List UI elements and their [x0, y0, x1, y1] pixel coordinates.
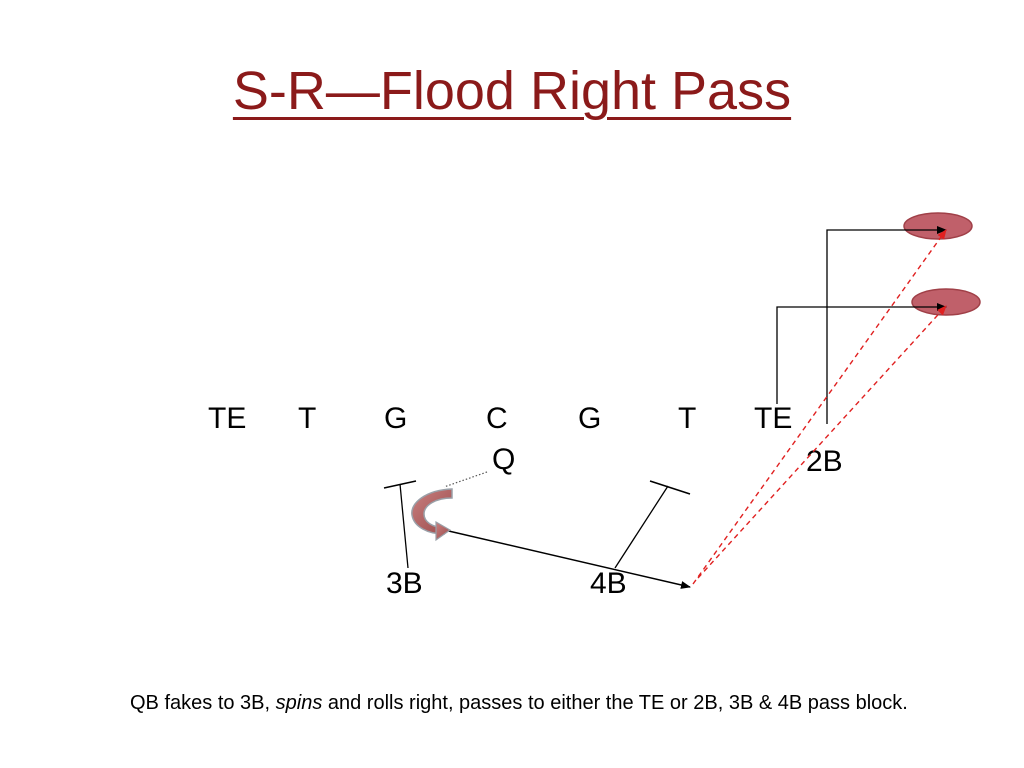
line-te-left: TE: [208, 402, 247, 435]
line-center: C: [486, 402, 508, 435]
fake-handoff-line: [443, 471, 488, 488]
qb-rollout-path: [439, 528, 691, 589]
slide-title: S-R—Flood Right Pass: [0, 61, 1024, 121]
target-te-ellipse: [903, 212, 973, 240]
play-caption: QB fakes to 3B, spins and rolls right, p…: [130, 689, 950, 717]
line-te-right: TE: [754, 402, 793, 435]
line-g-right: G: [578, 402, 602, 435]
back-4b: 4B: [590, 567, 627, 600]
pass-path-te: [692, 229, 947, 585]
back-qb: Q: [492, 443, 516, 476]
block-3b-bar: [383, 480, 417, 489]
line-g-left: G: [384, 402, 408, 435]
qb-spin-arrowhead: [435, 520, 452, 542]
target-2b-ellipse: [911, 288, 981, 316]
line-t-left: T: [298, 402, 317, 435]
caption-part1: QB fakes to 3B,: [130, 692, 276, 714]
slide-title-text: S-R—Flood Right Pass: [232, 61, 792, 121]
pass-path-2b: [697, 305, 947, 579]
block-4b-line: [614, 485, 669, 569]
back-3b: 3B: [386, 567, 423, 600]
block-4b-bar: [649, 480, 691, 495]
back-2b: 2B: [806, 445, 843, 478]
line-t-right: T: [678, 402, 697, 435]
route-te: [776, 303, 947, 404]
route-2b: [826, 226, 947, 424]
caption-part3: and rolls right, passes to either the TE…: [322, 692, 908, 714]
block-3b-line: [399, 483, 409, 569]
caption-emphasis: spins: [275, 692, 323, 714]
